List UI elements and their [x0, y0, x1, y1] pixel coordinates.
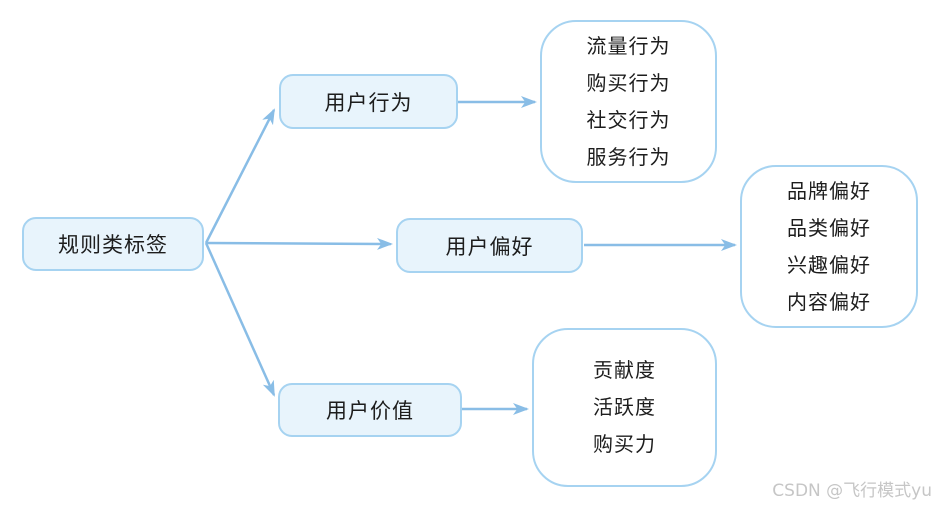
node-user-value: 用户价值 [278, 383, 462, 437]
node-rule-tags-label: 规则类标签 [58, 233, 168, 257]
node-rule-tags: 规则类标签 [22, 217, 204, 271]
preference-detail-item: 品类偏好 [787, 215, 871, 240]
value-detail-item: 贡献度 [593, 358, 656, 382]
arrow-root-to-preference [205, 237, 393, 250]
node-user-preference: 用户偏好 [396, 218, 583, 273]
arrow-root-to-behavior [204, 108, 276, 244]
behavior-detail-item: 服务行为 [586, 144, 671, 169]
box-behavior-details: 流量行为 购买行为 社交行为 服务行为 [540, 20, 717, 183]
value-detail-item: 购买力 [593, 432, 656, 456]
node-user-behavior: 用户行为 [279, 74, 458, 129]
value-detail-item: 活跃度 [593, 395, 656, 419]
preference-detail-item: 内容偏好 [787, 289, 871, 314]
node-user-preference-label: 用户偏好 [445, 234, 534, 259]
csdn-watermark: CSDN @飞行模式yu [772, 481, 932, 501]
behavior-detail-item: 社交行为 [586, 107, 671, 132]
box-preference-details: 品牌偏好 品类偏好 兴趣偏好 内容偏好 [740, 165, 918, 328]
arrow-root-to-value [204, 242, 276, 397]
node-user-value-label: 用户价值 [326, 399, 414, 423]
node-user-behavior-label: 用户行为 [324, 90, 413, 115]
preference-detail-item: 品牌偏好 [787, 178, 871, 203]
behavior-detail-item: 流量行为 [586, 33, 671, 58]
behavior-detail-item: 购买行为 [586, 70, 671, 95]
box-value-details: 贡献度 活跃度 购买力 [532, 328, 717, 487]
preference-detail-item: 兴趣偏好 [787, 252, 871, 277]
